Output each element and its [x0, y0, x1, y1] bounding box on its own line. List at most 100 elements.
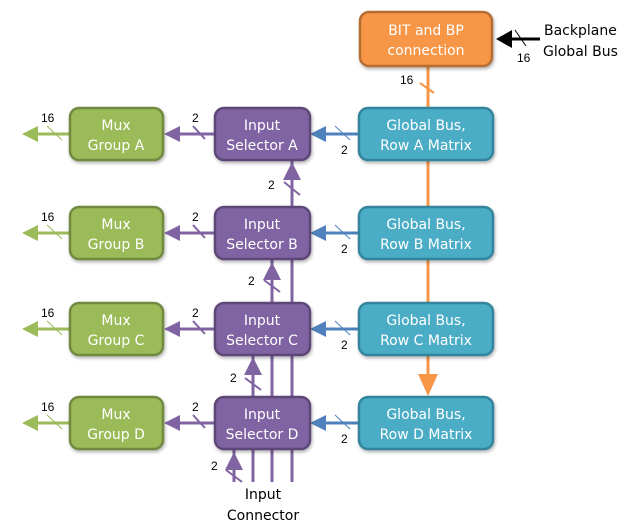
mux-width-slash-a [46, 125, 63, 141]
mux-line1-a: Mux [101, 118, 130, 134]
mux-line2-d: Group D [87, 427, 145, 443]
global-bus-matrix-a [357, 106, 495, 162]
purple-arrowhead-icon [164, 321, 180, 337]
backplane-label-line1: Backplane [544, 23, 617, 39]
input-arrowhead-c-icon [244, 357, 262, 375]
matrix-width-slash-c [334, 320, 351, 336]
input-slash-c [244, 377, 262, 391]
mux-group-d [68, 395, 165, 451]
matrix-line1-d: Global Bus, [386, 407, 465, 423]
selector-line2-a: Selector A [226, 138, 298, 154]
matrix-width-slash-b [334, 224, 351, 240]
mux-line2-b: Group B [88, 237, 145, 253]
green-arrowhead-icon [22, 321, 38, 337]
mux-width-slash-b [46, 224, 63, 240]
green-arrowhead-icon [22, 415, 38, 431]
matrix-width-label-d: 2 [341, 432, 348, 446]
global-bus-matrix-c [357, 301, 495, 357]
matrix-line2-c: Row C Matrix [380, 333, 472, 349]
mux-line1-d: Mux [101, 407, 130, 423]
input-arrowheads [225, 162, 301, 470]
orange-arrowhead-icon [418, 374, 438, 396]
green-arrowhead-icon [22, 126, 38, 142]
input-selector-d [213, 395, 312, 451]
selector-line1-d: Input [244, 407, 281, 423]
backplane-arrowhead-icon [496, 30, 512, 48]
selector-width-slash-d [192, 414, 206, 429]
input-width-d: 2 [211, 459, 218, 473]
input-width-b: 2 [248, 274, 255, 288]
green-arrowhead-icon [22, 225, 38, 241]
matrix-line2-d: Row D Matrix [380, 427, 473, 443]
selector-line2-c: Selector C [226, 333, 298, 349]
selector-width-label-c: 2 [192, 306, 199, 320]
matrix-width-label-a: 2 [341, 143, 348, 157]
input-width-slashes [225, 181, 301, 483]
input-slash-d [225, 469, 243, 483]
matrix-line1-b: Global Bus, [386, 217, 465, 233]
input-width-c: 2 [230, 371, 237, 385]
mux-line1-c: Mux [101, 313, 130, 329]
backplane-label-line2: Global Bus [543, 44, 618, 60]
blue-arrowhead-icon [310, 415, 326, 431]
input-arrowhead-d-icon [225, 452, 243, 470]
selector-width-label-d: 2 [192, 400, 199, 414]
selector-width-slash-a [192, 125, 206, 140]
mux-group-a [68, 106, 165, 162]
purple-arrowhead-icon [164, 415, 180, 431]
bit-box-line2: connection [387, 43, 464, 59]
matrix-width-label-b: 2 [341, 242, 348, 256]
selector-width-slash-c [192, 320, 206, 335]
global-bus-matrix-d [357, 395, 495, 451]
input-selector-c [213, 301, 312, 357]
mux-width-slash-d [46, 414, 63, 430]
input-slash-b [263, 279, 281, 293]
bit-bp-connection-box [358, 10, 494, 68]
backplane-width-label: 16 [517, 51, 531, 65]
selector-line1-c: Input [244, 313, 281, 329]
global-bus-matrix-b [357, 205, 495, 261]
input-connector-line2: Connector [227, 508, 299, 524]
matrix-line1-a: Global Bus, [386, 118, 465, 134]
purple-arrowhead-icon [164, 225, 180, 241]
bus-width-slash [419, 82, 435, 94]
mux-width-slash-c [46, 320, 63, 336]
input-width-a: 2 [268, 178, 275, 192]
mux-width-label-b: 16 [41, 210, 55, 224]
mux-group-b [68, 205, 165, 261]
selector-width-slash-b [192, 224, 206, 239]
mux-group-c [68, 301, 165, 357]
selector-width-label-a: 2 [192, 111, 199, 125]
backplane-width-slash [514, 29, 527, 47]
mux-line2-c: Group C [88, 333, 145, 349]
matrix-line1-c: Global Bus, [386, 313, 465, 329]
input-arrowhead-b-icon [263, 262, 281, 280]
matrix-width-label-c: 2 [341, 338, 348, 352]
input-selector-a [213, 106, 312, 162]
matrix-width-slash-a [334, 125, 351, 141]
selector-line2-d: Selector D [226, 427, 299, 443]
selector-line1-b: Input [244, 217, 281, 233]
mux-width-label-d: 16 [41, 400, 55, 414]
blue-arrowhead-icon [310, 321, 326, 337]
mux-line1-b: Mux [101, 217, 130, 233]
blue-arrowhead-icon [310, 225, 326, 241]
backplane-input: 16 Backplane Global Bus [496, 23, 618, 65]
mux-width-label-c: 16 [41, 306, 55, 320]
purple-arrowhead-icon [164, 126, 180, 142]
bit-box-line1: BIT and BP [388, 23, 464, 39]
input-selector-b [213, 205, 312, 261]
mux-width-label-a: 16 [41, 111, 55, 125]
selector-line2-b: Selector B [226, 237, 298, 253]
input-slash-a [283, 181, 301, 196]
matrix-line2-a: Row A Matrix [380, 138, 472, 154]
selector-width-label-b: 2 [192, 210, 199, 224]
input-arrowhead-a-icon [283, 162, 301, 180]
matrix-width-slash-d [334, 414, 351, 430]
mux-line2-a: Group A [88, 138, 145, 154]
